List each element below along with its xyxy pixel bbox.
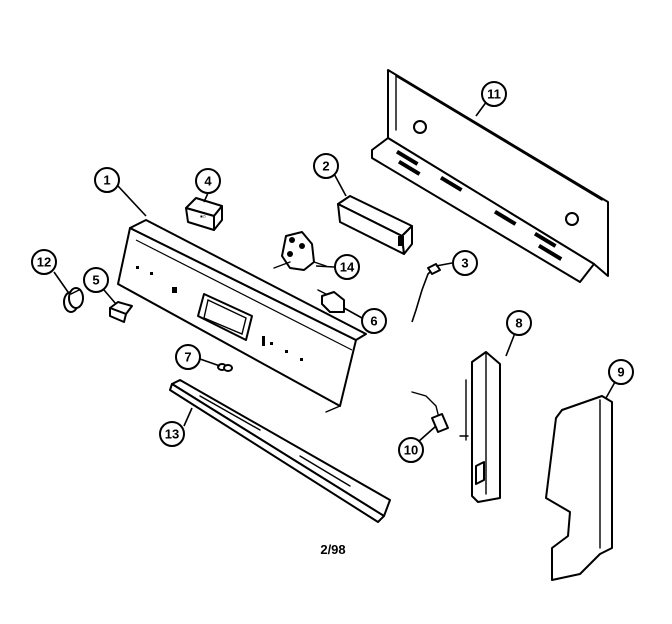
svg-text:10: 10: [404, 443, 418, 458]
part-14-thermostat: [273, 231, 327, 271]
part-1-control-panel: [117, 219, 367, 413]
callout-2: 2: [313, 153, 339, 179]
svg-text:5: 5: [92, 273, 99, 288]
part-9-side-panel: [545, 395, 613, 581]
callout-3: 3: [452, 250, 478, 276]
callout-6: 6: [361, 308, 387, 334]
svg-text:14: 14: [340, 260, 355, 275]
part-5-button: [109, 301, 133, 323]
part-11-rear-bracket: [371, 69, 609, 283]
part-8-side-trim: [459, 351, 501, 503]
svg-text:9: 9: [617, 365, 624, 380]
part-12-knob: [63, 287, 84, 313]
date-code: 2/98: [320, 542, 345, 557]
callout-8: 8: [506, 310, 532, 336]
callout-13: 13: [159, 421, 185, 447]
part-10-bracket: [411, 391, 449, 433]
svg-text:13: 13: [165, 427, 179, 442]
callout-7: 7: [175, 344, 201, 370]
svg-text:1: 1: [103, 173, 110, 188]
callout-11: 11: [481, 81, 507, 107]
svg-text:4: 4: [204, 174, 212, 189]
svg-text:6: 6: [370, 314, 377, 329]
callout-1: 1: [94, 167, 120, 193]
callout-9: 9: [608, 359, 634, 385]
part-2-electronic-control: [337, 195, 413, 255]
svg-text:11: 11: [487, 87, 501, 102]
part-7-screw: [217, 363, 233, 372]
svg-text:3: 3: [461, 256, 468, 271]
svg-text:2: 2: [322, 159, 329, 174]
part-13-trim-strip: [169, 379, 391, 523]
svg-text:12: 12: [37, 255, 51, 270]
part-3-wire: [411, 263, 441, 323]
leader-lines: [53, 100, 616, 443]
callout-5: 5: [83, 267, 109, 293]
svg-text:8: 8: [515, 316, 522, 331]
part-6-clip: [317, 289, 345, 313]
svg-text:▪▫: ▪▫: [200, 212, 206, 221]
svg-text:7: 7: [184, 350, 191, 365]
part-4-switch: ▪▫: [185, 197, 223, 231]
callout-14: 14: [334, 254, 360, 280]
callout-4: 4: [195, 168, 221, 194]
callout-12: 12: [31, 249, 57, 275]
callout-10: 10: [398, 437, 424, 463]
